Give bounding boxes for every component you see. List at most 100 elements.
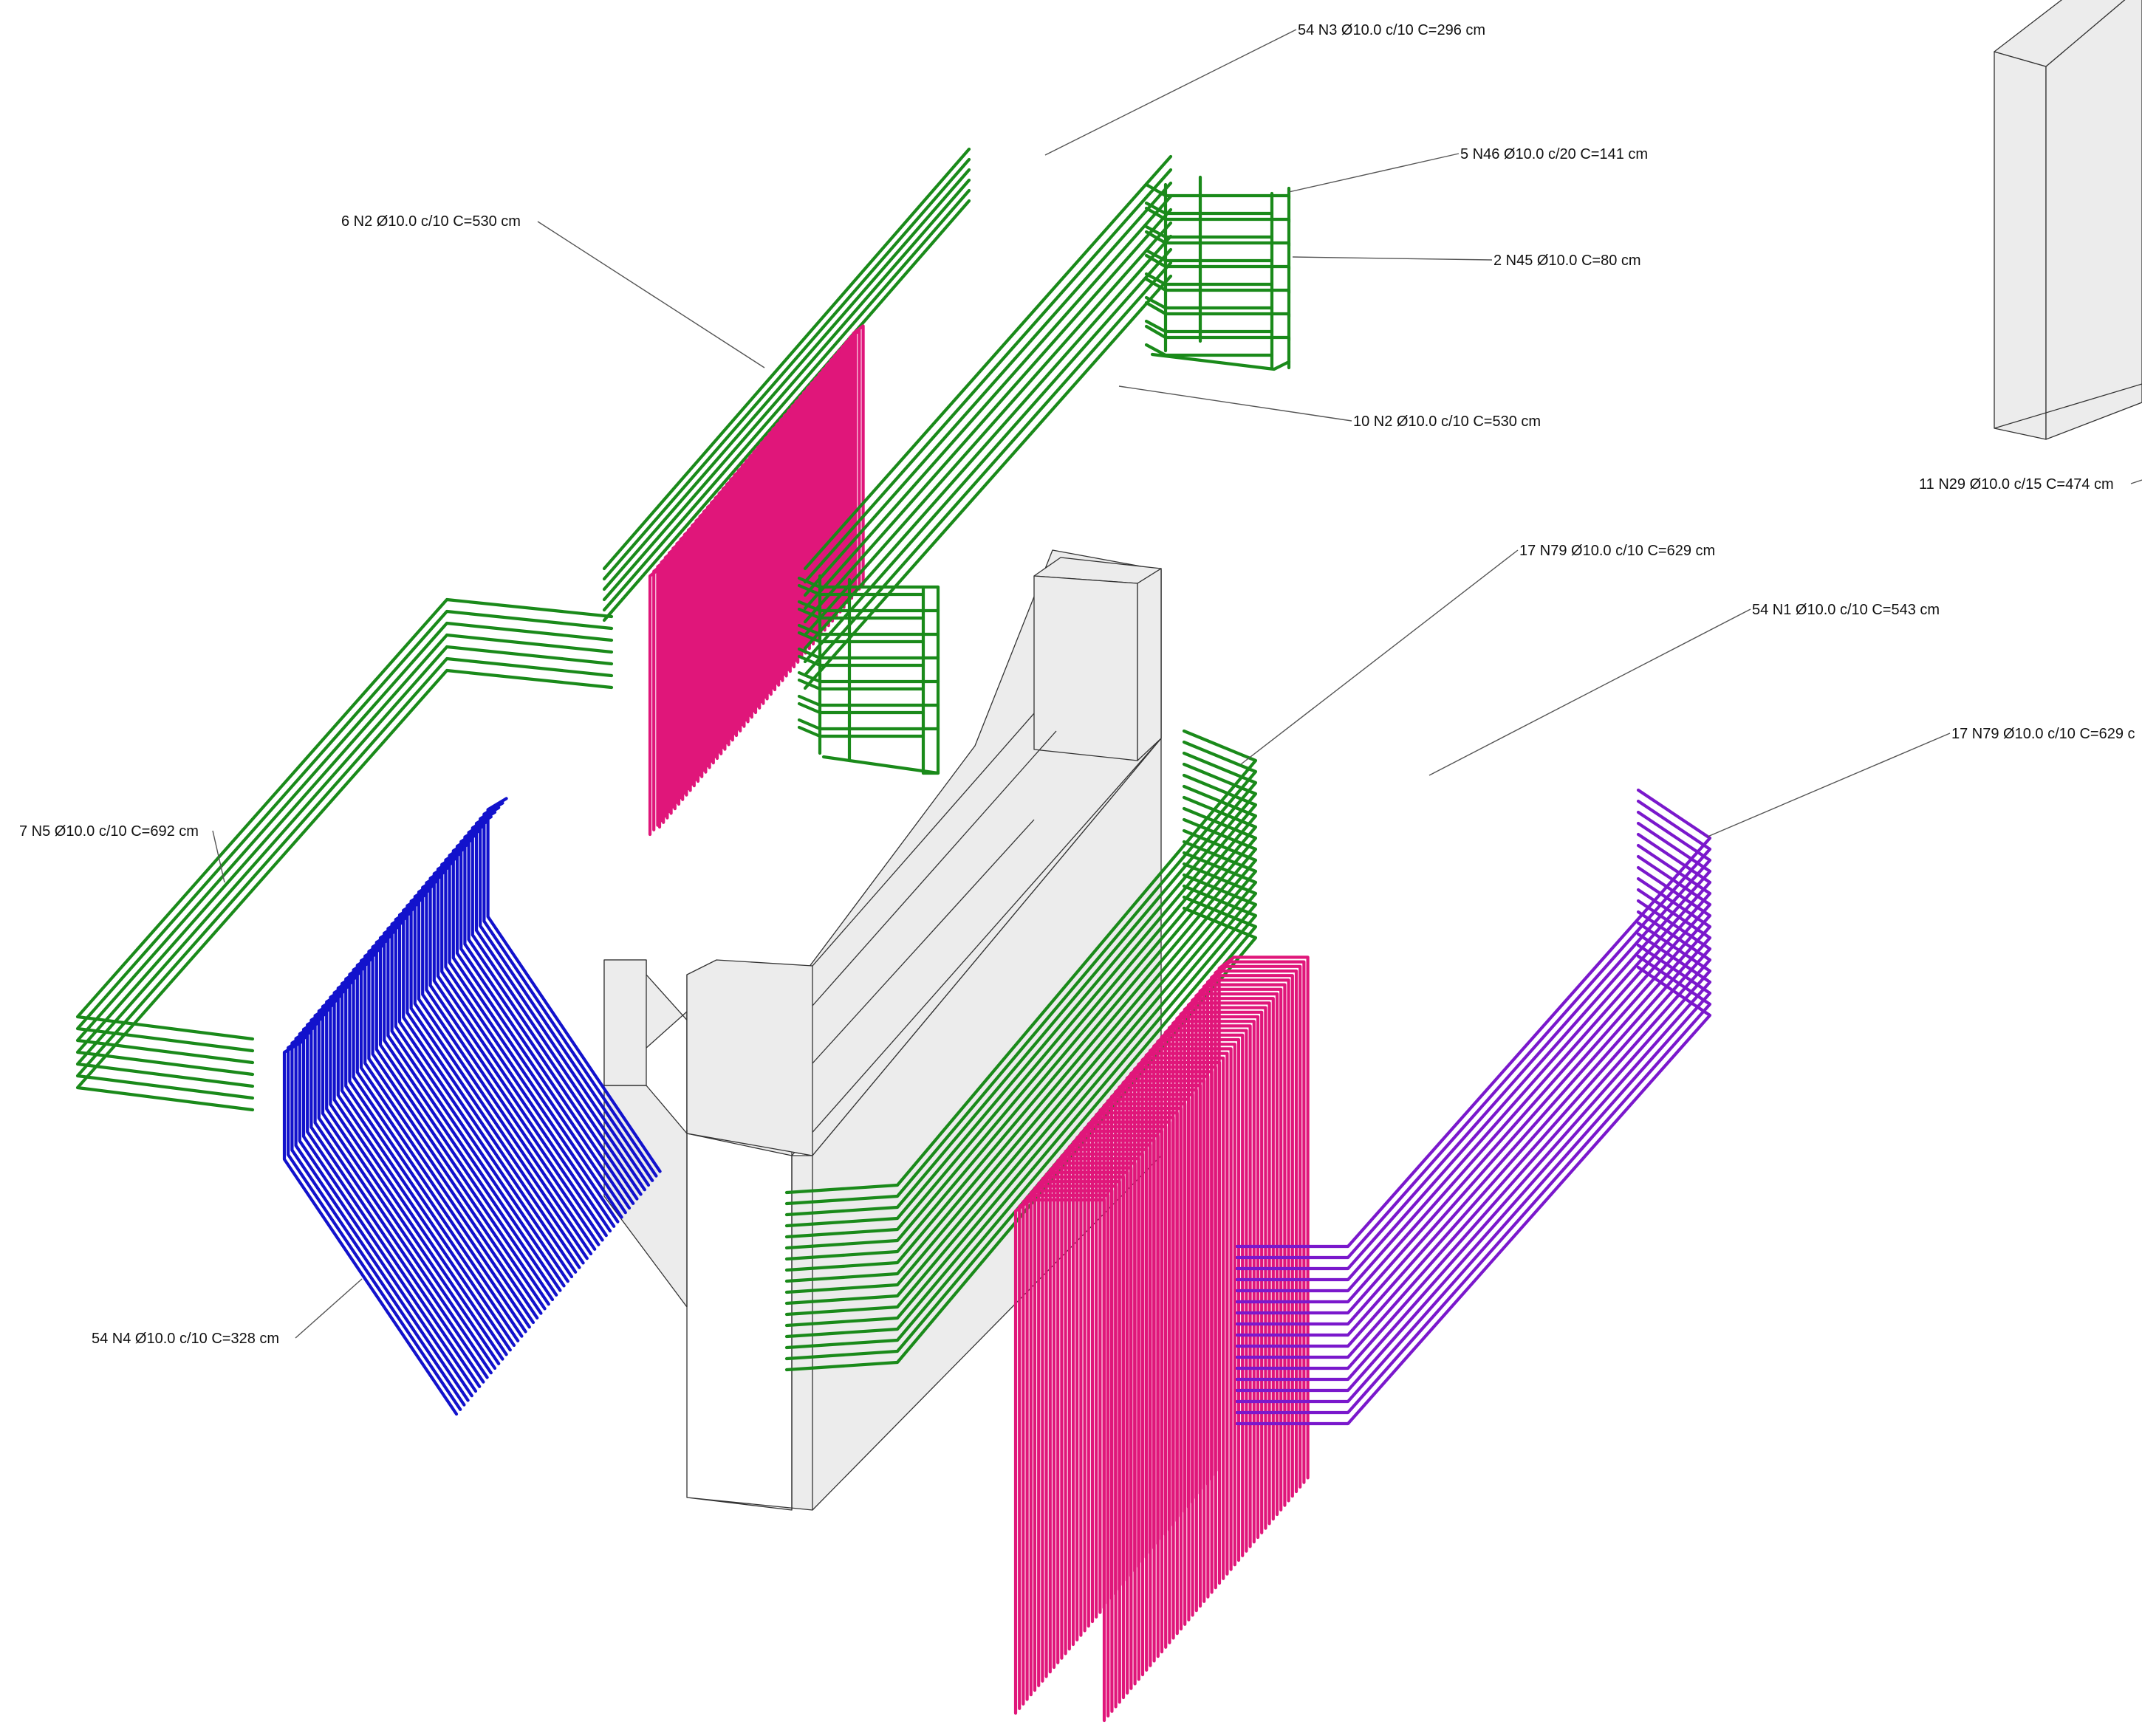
label-n3: 54 N3 Ø10.0 c/10 C=296 cm: [1298, 22, 1485, 38]
label-n5: 7 N5 Ø10.0 c/10 C=692 cm: [19, 823, 199, 840]
n79-green-bar-8: [784, 806, 1258, 1272]
n2-top-bar-4: [602, 178, 971, 602]
n4-bar-47: [459, 828, 635, 1205]
label-n2-top: 6 N2 Ø10.0 c/10 C=530 cm: [341, 213, 521, 230]
n2-mid-bar-7: [803, 234, 1173, 651]
n5-bar-3: [75, 621, 614, 1065]
rebar-n1-magenta: [1013, 956, 1310, 1723]
n5-bar-7: [75, 668, 614, 1112]
n79-purple-bar-16: [1235, 954, 1712, 1415]
n2-top-bar-3: [602, 168, 971, 591]
rebar-n3-magenta: [648, 324, 865, 837]
n46-bar-11: [1144, 301, 1291, 319]
n5-bar-5: [75, 645, 614, 1088]
n79-green-bar-15: [784, 884, 1258, 1350]
n2-mid-bar-1: [803, 154, 1173, 571]
n5-bar-1: [75, 597, 614, 1041]
n4-bar-43: [444, 847, 620, 1224]
n2-top-bar-6: [602, 199, 971, 622]
n4-bar-38: [425, 870, 600, 1246]
n5-bar-6: [75, 656, 614, 1100]
label-n46: 5 N46 Ø10.0 c/20 C=141 cm: [1460, 146, 1648, 162]
n4-bar-54: [486, 797, 662, 1173]
leader-n1: [1428, 608, 1751, 776]
n79-purple-bar-9: [1235, 876, 1712, 1337]
rebar-n2-top-green: [602, 147, 971, 622]
n2-mid-bar-6: [803, 221, 1173, 637]
label-n45: 2 N45 Ø10.0 C=80 cm: [1493, 253, 1641, 269]
n79-purple-bar-10: [1235, 888, 1712, 1348]
n2-mid-bar-2: [803, 168, 1173, 584]
leader-n4: [295, 1278, 363, 1339]
leader-n79-b: [1707, 733, 1951, 837]
n79-purple-bar-4: [1235, 821, 1712, 1282]
leader-n5: [212, 830, 225, 883]
label-n1: 54 N1 Ø10.0 c/10 C=543 cm: [1752, 602, 1940, 618]
n79-purple-bar-2: [1235, 799, 1712, 1260]
n79-green-bar-11: [784, 840, 1258, 1306]
rebar-labels: 54 N3 Ø10.0 c/10 C=296 cm 5 N46 Ø10.0 c/…: [19, 22, 2135, 1347]
n4-bar-42: [440, 851, 616, 1228]
n2-mid-bar-9: [803, 261, 1173, 677]
leader-n3: [1044, 29, 1297, 156]
n79-purple-bar-3: [1235, 810, 1712, 1271]
n79-purple-bar-8: [1235, 865, 1712, 1326]
label-n79-a: 17 N79 Ø10.0 c/10 C=629 cm: [1519, 543, 1715, 559]
cage-bar-19: [821, 755, 940, 775]
n4-bar-28: [386, 916, 562, 1292]
n79-purple-bar-6: [1235, 843, 1712, 1304]
n79-purple-bar-15: [1235, 943, 1712, 1404]
n79-green-bar-7: [784, 795, 1258, 1261]
rebar-n2-mid-green: [803, 154, 1173, 690]
n5-bar-2: [75, 609, 614, 1053]
n79-green-bar-14: [784, 873, 1258, 1339]
n2-mid-bar-4: [803, 194, 1173, 611]
rebar-n5-green: [75, 597, 614, 1112]
n3-bar-54: [852, 324, 865, 594]
leader-n29: [2130, 479, 2142, 484]
n4-bar-32: [402, 897, 578, 1274]
n2-top-bar-1: [602, 147, 971, 571]
n79-purple-bar-11: [1235, 899, 1712, 1359]
n4-bar-48: [463, 824, 639, 1201]
n79-purple-bar-14: [1235, 932, 1712, 1393]
n79-green-bar-1: [784, 729, 1258, 1195]
n46-bar-13: [1144, 324, 1291, 343]
n79-green-bar-12: [784, 851, 1258, 1317]
n2-top-bar-2: [602, 157, 971, 581]
n46-bar-7: [1144, 253, 1291, 272]
n79-green-bar-3: [784, 751, 1258, 1217]
n4-bar-27: [383, 920, 558, 1297]
n4-bar-53: [482, 801, 658, 1178]
leader-lines: [212, 29, 2142, 1339]
label-n2-mid: 10 N2 Ø10.0 c/10 C=530 cm: [1353, 414, 1541, 430]
n79-green-bar-10: [784, 828, 1258, 1294]
concrete-pile-cap: [603, 549, 1162, 1511]
n46-bar-19: [1150, 352, 1291, 371]
n2-top-bar-5: [602, 188, 971, 612]
leader-n2-top: [537, 221, 765, 368]
leader-n45: [1292, 256, 1493, 261]
n79-green-bar-4: [784, 762, 1258, 1228]
n79-purple-bar-12: [1235, 910, 1712, 1370]
n1-bar-54: [1217, 956, 1310, 1480]
n79-purple-bar-5: [1235, 832, 1712, 1293]
n4-bar-23: [367, 939, 543, 1315]
n79-purple-bar-1: [1235, 788, 1712, 1249]
n2-mid-bar-3: [803, 181, 1173, 597]
n4-bar-52: [479, 806, 654, 1182]
n4-bar-33: [406, 893, 581, 1269]
label-n4: 54 N4 Ø10.0 c/10 C=328 cm: [92, 1331, 279, 1347]
n79-purple-bar-17: [1235, 965, 1712, 1426]
n4-bar-37: [421, 874, 597, 1251]
label-n79-b: 17 N79 Ø10.0 c/10 C=629 c: [1951, 726, 2135, 742]
rebar-n46-n45-cage-green: [1144, 175, 1291, 371]
label-n29: 11 N29 Ø10.0 c/15 C=474 cm: [1919, 476, 2114, 493]
leader-n2-mid: [1118, 385, 1352, 422]
n2-mid-bar-5: [803, 207, 1173, 624]
n79-green-bar-13: [784, 862, 1258, 1328]
n5-bar-4: [75, 633, 614, 1077]
n79-green-bar-9: [784, 817, 1258, 1283]
n79-green-bar-6: [784, 784, 1258, 1250]
